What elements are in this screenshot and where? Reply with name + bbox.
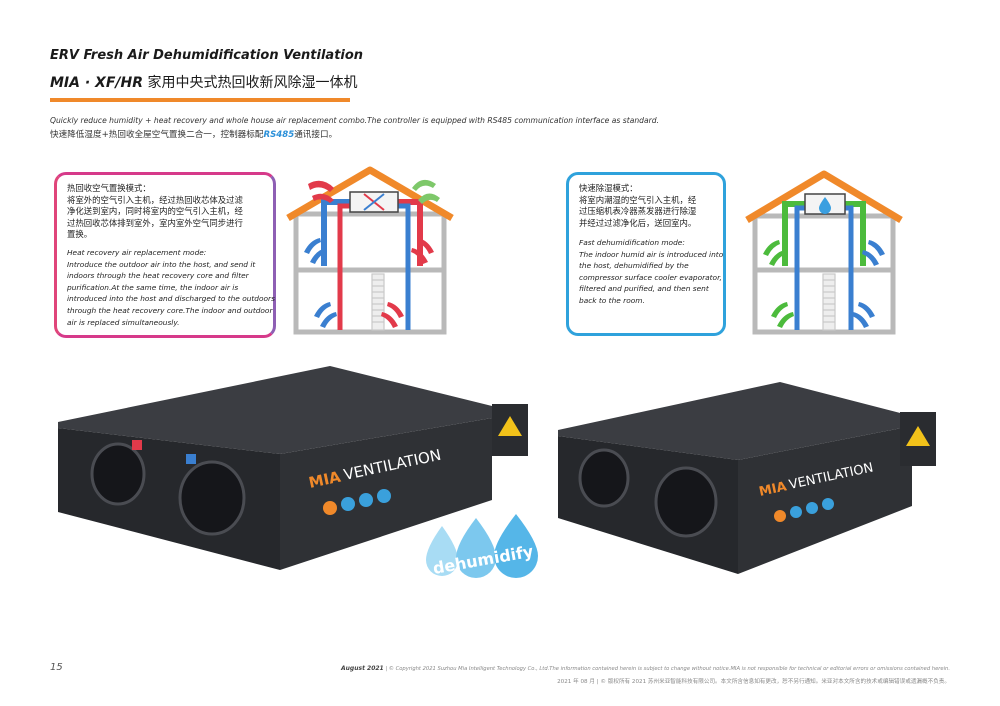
card-line: 过热回收芯体排到室外，室内室外空气同步进行	[67, 217, 243, 228]
card-line: indoors through the heat recovery core a…	[67, 271, 249, 281]
unit-top	[58, 366, 492, 454]
footer-date: August 2021	[341, 665, 384, 672]
outdoor-air-arrows	[308, 180, 334, 203]
card-line: introduced into the host and discharged …	[67, 294, 275, 304]
feature-icons	[774, 498, 834, 522]
card-line: 置换。	[67, 229, 93, 239]
card-line: purification.At the same time, the indoo…	[67, 282, 239, 292]
dehumidification-text-en: Fast dehumidification mode: The indoor h…	[579, 237, 723, 307]
footer-copyright-cn: 2021 年 08 月 | © 版权所有 2021 苏州米亚智能科技有限公司。本…	[557, 679, 950, 685]
duct-exhaust	[321, 199, 350, 266]
heat-recovery-text-cn: 热回收空气置换模式： 将室外的空气引入主机，经过热回收芯体及过滤 净化送到室内，…	[67, 183, 243, 241]
duct-supply	[845, 201, 866, 266]
air-port-1	[90, 442, 146, 506]
card-line: air is replaced simultaneously.	[67, 317, 180, 327]
card-line: The indoor humid air is introduced into	[579, 249, 724, 259]
drop-icon	[426, 526, 458, 576]
erv-unit-left-image: MIA VENTILATION	[58, 366, 528, 570]
card-line: back to the room.	[579, 295, 645, 305]
air-port-2	[178, 460, 246, 536]
card-line: the host, dehumidified by the	[579, 261, 689, 271]
air-port-2	[654, 466, 718, 538]
stairs	[822, 273, 836, 331]
page-title-cn: MIA · XF/HR 家用中央式热回收新风除湿一体机	[50, 72, 357, 92]
duct-down-left	[794, 205, 805, 330]
card-line: 净化送到室内，同时将室内的空气引入主机，经	[67, 206, 243, 216]
model-name: MIA · XF/HR	[50, 75, 144, 91]
unit-top	[558, 382, 912, 460]
dehumidification-mode-card: 快速除湿模式： 将室内潮湿的空气引入主机，经 过压缩机表冷器蒸发器进行除湿 并经…	[566, 172, 726, 336]
roof	[286, 166, 454, 222]
outdoor-port-icon	[132, 440, 142, 450]
house-walls	[752, 213, 896, 335]
card-line: through the heat recovery core.The indoo…	[67, 305, 273, 315]
room-return-arrows	[852, 240, 885, 328]
card-line: 将室内潮湿的空气引入主机，经	[579, 194, 697, 205]
rs485-highlight: RS485	[263, 130, 295, 140]
stairs	[371, 273, 385, 331]
dehumidify-badge: dehumidify	[426, 514, 538, 578]
roof	[745, 170, 903, 224]
card-line: Introduce the outdoor air into the host,…	[67, 259, 256, 269]
product-name-cn: 家用中央式热回收新风除湿一体机	[147, 75, 358, 91]
title-underline	[50, 98, 350, 102]
room-airflow-arrows	[763, 240, 794, 328]
page-title-en: ERV Fresh Air Dehumidification Ventilati…	[50, 48, 364, 63]
dehumidification-house-diagram	[745, 170, 903, 335]
house-walls	[293, 211, 447, 335]
intro-cn-text: 快速降低湿度+热回收全屋空气置换二合一，控制器标配	[50, 130, 264, 140]
card-line: 热回收空气置换模式：	[67, 183, 151, 193]
footer-copyright-text: | © Copyright 2021 Suzhou Mia Intelligen…	[383, 666, 950, 672]
card-line: 过压缩机表冷器蒸发器进行除湿	[579, 206, 697, 216]
erv-unit-right-image: MIA VENTILATION	[558, 382, 936, 574]
card-line: Heat recovery air replacement mode:	[67, 248, 207, 257]
card-line: 将室外的空气引入主机，经过热回收芯体及过滤	[67, 194, 243, 205]
warning-label-icon	[498, 416, 522, 436]
duct-exhaust-down	[398, 203, 411, 330]
feature-icons	[323, 489, 391, 515]
fresh-air-arrows	[412, 179, 440, 204]
intro-en: Quickly reduce humidity + heat recovery …	[50, 116, 660, 125]
heat-recovery-text-en: Heat recovery air replacement mode: Intr…	[67, 247, 275, 328]
footer-copyright-en: August 2021 | © Copyright 2021 Suzhou Mi…	[341, 665, 950, 672]
drop-icon	[456, 518, 496, 578]
heat-recovery-house-diagram	[286, 166, 454, 335]
room-airflow-arrows	[304, 238, 337, 328]
dehumidification-text-cn: 快速除湿模式： 将室内潮湿的空气引入主机，经 过压缩机表冷器蒸发器进行除湿 并经…	[579, 183, 696, 229]
room-supply-arrows	[381, 238, 434, 328]
intro-cn-tail: 通讯接口。	[294, 130, 338, 140]
duct-down-right	[845, 205, 854, 330]
warning-label-icon	[906, 426, 930, 446]
duct-supply-down	[337, 203, 350, 330]
page-number: 15	[50, 662, 63, 673]
intro-cn: 快速降低湿度+热回收全屋空气置换二合一，控制器标配RS485通讯接口。	[50, 128, 337, 140]
card-line: compressor surface cooler evaporator,	[579, 272, 722, 282]
card-line: 快速除湿模式：	[579, 183, 638, 193]
heat-recovery-mode-card: 热回收空气置换模式： 将室外的空气引入主机，经过热回收芯体及过滤 净化送到室内，…	[54, 172, 276, 338]
card-line: 并经过过滤净化后，送回室内。	[579, 217, 697, 228]
brand-prefix: MIA	[758, 479, 788, 499]
card-line: Fast dehumidification mode:	[579, 238, 685, 247]
water-drop-icon	[819, 197, 831, 214]
duct-return	[782, 201, 805, 266]
indoor-port-icon	[186, 454, 196, 464]
air-port-1	[578, 448, 630, 508]
card-line: filtered and purified, and then sent	[579, 284, 709, 294]
drop-icon	[494, 514, 538, 578]
